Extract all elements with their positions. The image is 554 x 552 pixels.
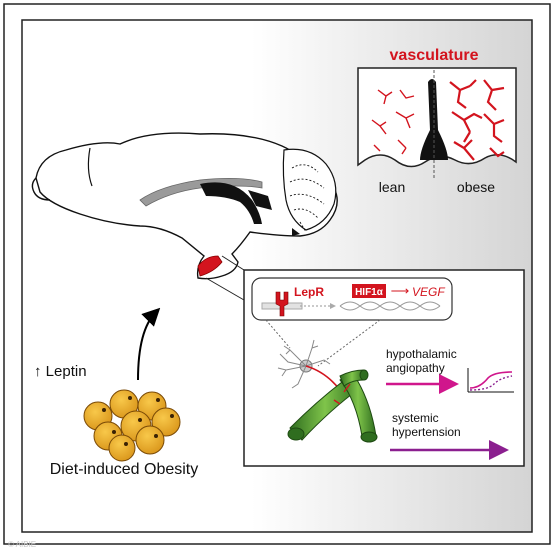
hypothalamic-label: hypothalamic (386, 347, 457, 361)
vasculature-panel: vasculature lean obese (357, 47, 517, 195)
lepr-receptor-icon (275, 291, 289, 317)
leptin-curved-arrow (137, 307, 161, 381)
brain-illustration (31, 132, 338, 280)
lateral-ventricle (200, 182, 262, 224)
obesity-label: Diet-induced Obesity (50, 461, 199, 478)
vegf-label: VEGF (412, 285, 445, 299)
dotted-signal-arrowhead (330, 303, 336, 309)
leptin-label: ↑ Leptin (34, 363, 87, 380)
blood-vessels (287, 369, 378, 443)
aqueduct (248, 190, 272, 210)
angiopathy-label: angiopathy (386, 361, 445, 375)
obese-vessels (449, 79, 505, 161)
adipocyte-cluster (83, 389, 181, 462)
lean-label: lean (379, 179, 405, 195)
dna-helix (339, 301, 441, 311)
zoom-line-bottom (205, 277, 245, 301)
hypothalamus-highlight (197, 255, 223, 277)
cortex-fold (87, 147, 93, 187)
third-ventricle-shape (420, 79, 448, 160)
zoom-line-top (221, 255, 245, 271)
inset-panel: LepR HIF1α ⟶ VEGF (205, 255, 525, 467)
watermark-text: © AIBIE (8, 540, 36, 549)
vessel-sprouts (333, 383, 351, 405)
angiopathy-curve-plot (467, 368, 514, 393)
lepr-label: LepR (294, 285, 324, 299)
magnify-line-right (317, 319, 381, 367)
brainstem-cap (292, 228, 300, 236)
cerebellum (282, 148, 337, 231)
vasculature-title: vasculature (390, 47, 479, 64)
obese-label: obese (457, 179, 495, 195)
hif1a-label: HIF1α (355, 287, 384, 298)
systemic-label: systemic (392, 411, 439, 425)
lean-vessels (371, 89, 415, 155)
hif1a-to-vegf-arrow: ⟶ (391, 283, 410, 298)
olfactory-bulb (31, 177, 51, 201)
brain-outline (35, 132, 338, 280)
cerebellum-folia (289, 164, 325, 233)
hif1a-box (352, 284, 386, 298)
hypertension-label: hypertension (392, 425, 461, 439)
